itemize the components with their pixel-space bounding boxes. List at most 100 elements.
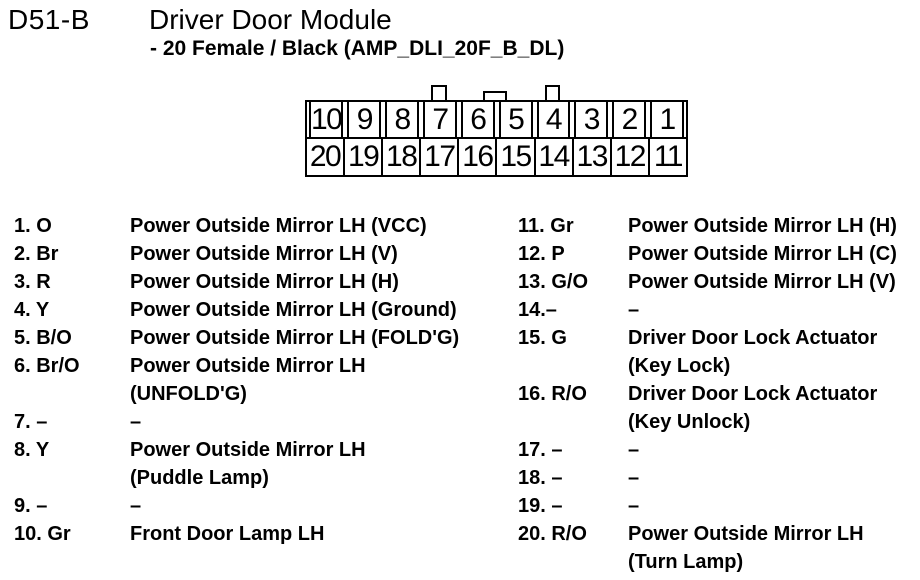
pin-row: 14.– – [518, 296, 920, 324]
connector-pin-cell: 9 [347, 102, 382, 137]
pin-label: 2. Br [14, 243, 59, 265]
pin-description-line: (Key Unlock) [628, 411, 751, 433]
pin-row: 5. B/O Power Outside Mirror LH (FOLD'G) [14, 324, 500, 352]
connector-pin-cell: 14 [536, 139, 574, 175]
pin-label: 19. – [518, 495, 563, 517]
pin-description-line: – [628, 495, 640, 517]
pin-description: Power Outside Mirror LH (H) [130, 268, 500, 296]
pin-description: – [130, 492, 500, 520]
connector-pin-cell: 12 [612, 139, 650, 175]
connector-pin-cell: 6 [460, 102, 495, 137]
pin-label: 13. G/O [518, 271, 589, 293]
pin-description-line: Power Outside Mirror LH [130, 355, 366, 377]
pin-row: 19. – – [518, 492, 920, 520]
pin-description-line: – [628, 467, 640, 489]
pin-description-line: Power Outside Mirror LH (FOLD'G) [130, 327, 460, 349]
pin-description-line: Driver Door Lock Actuator [628, 383, 878, 405]
connector-pin-cell: 18 [383, 139, 422, 175]
pin-description-line: (UNFOLD'G) [130, 383, 247, 405]
pin-label: 7. – [14, 411, 48, 433]
connector-pin-cell: 19 [345, 139, 384, 175]
pin-row: 18. – – [518, 464, 920, 492]
pin-label: 10. Gr [14, 523, 71, 545]
pin-row: 15. G Driver Door Lock Actuator (Key Lock) [518, 324, 920, 380]
pin-label: 15. G [518, 327, 567, 349]
pin-description-line: Power Outside Mirror LH [130, 439, 366, 461]
connector-subtitle: - 20 Female / Black (AMP_DLI_20F_B_DL) [150, 37, 565, 60]
pin-description-line: – [130, 495, 142, 517]
pin-row: 7. – – [14, 408, 500, 436]
connector-id: D51-B [8, 4, 90, 35]
pin-description-line: Power Outside Mirror LH (Ground) [130, 299, 457, 321]
pin-description: – [628, 464, 920, 492]
pin-description-line: Front Door Lamp LH [130, 523, 325, 545]
pin-description: Power Outside Mirror LH (FOLD'G) [130, 324, 500, 352]
connector-keying-tab-right [545, 85, 560, 100]
page-title: Driver Door Module [149, 4, 392, 35]
pin-description: Power Outside Mirror LH (Ground) [130, 296, 500, 324]
pin-row: 9. – – [14, 492, 500, 520]
pin-description-line: – [130, 411, 142, 433]
connector-pin-cell: 8 [385, 102, 420, 137]
connector-pin-cell: 3 [574, 102, 609, 137]
connector-pin-cell: 5 [498, 102, 533, 137]
pin-description-line: (Turn Lamp) [628, 551, 744, 573]
pin-description: – [130, 408, 500, 436]
pin-description-line: Power Outside Mirror LH (H) [130, 271, 399, 293]
pin-description-line: – [628, 439, 640, 461]
pin-row: 3. R Power Outside Mirror LH (H) [14, 268, 500, 296]
connector-pin-cell: 20 [307, 139, 346, 175]
connector-keying-tab-center [483, 91, 507, 100]
pin-description: Power Outside Mirror LH (H) [628, 212, 920, 240]
pin-label: 14.– [518, 299, 557, 321]
pin-description-line: (Key Lock) [628, 355, 731, 377]
pin-description-line: Driver Door Lock Actuator [628, 327, 878, 349]
connector-pin-cell: 11 [653, 140, 684, 173]
connector-pin-cell: 10 [309, 102, 344, 137]
pin-description: Power Outside Mirror LH (Turn Lamp) [628, 520, 920, 576]
pin-label: 12. P [518, 243, 565, 265]
pin-description: Power Outside Mirror LH(Puddle Lamp) [130, 436, 500, 492]
connector-pin-cell: 2 [612, 102, 647, 137]
pin-row: 2. Br Power Outside Mirror LH (V) [14, 240, 500, 268]
pin-description: Driver Door Lock Actuator (Key Lock) [628, 324, 920, 380]
pin-label: 4. Y [14, 299, 50, 321]
pin-description: Front Door Lamp LH [130, 520, 500, 548]
pin-description: Power Outside Mirror LH (C) [628, 240, 920, 268]
pin-label: 5. B/O [14, 327, 72, 349]
pin-row: 12. P Power Outside Mirror LH (C) [518, 240, 920, 268]
pin-label: 9. – [14, 495, 48, 517]
pin-description: – [628, 436, 920, 464]
pin-label: 18. – [518, 467, 563, 489]
pin-description-line: Power Outside Mirror LH (VCC) [130, 215, 427, 237]
pin-description-line: – [628, 299, 640, 321]
connector-pin-cell: 15 [497, 139, 536, 175]
pin-description: Power Outside Mirror LH (VCC) [130, 212, 500, 240]
pin-description: Power Outside Mirror LH (V) [130, 240, 500, 268]
pin-row: 4. Y Power Outside Mirror LH (Ground) [14, 296, 500, 324]
pin-row: 17. –– [518, 436, 920, 464]
pin-row: 16. R/O Driver Door Lock Actuator (Key Unl… [518, 380, 920, 436]
pin-description-line: Power Outside Mirror LH (V) [130, 243, 398, 265]
pin-label: 3. R [14, 271, 51, 293]
connector-pin-cell: 13 [574, 139, 612, 175]
connector-pin-cell: 17 [421, 139, 460, 175]
pin-description-line: Power Outside Mirror LH (H) [628, 215, 897, 237]
pin-label: 8. Y [14, 439, 50, 461]
pin-description: Power Outside Mirror LH (UNFOLD'G) [130, 352, 500, 408]
connector-pin-cell: 4 [536, 102, 571, 137]
connector-pin-cell: 1 [650, 102, 684, 137]
pin-description-line: Power Outside Mirror LH [628, 523, 864, 545]
pin-label: 16. R/O [518, 383, 587, 405]
connector-pin-cell: 7 [423, 102, 457, 137]
